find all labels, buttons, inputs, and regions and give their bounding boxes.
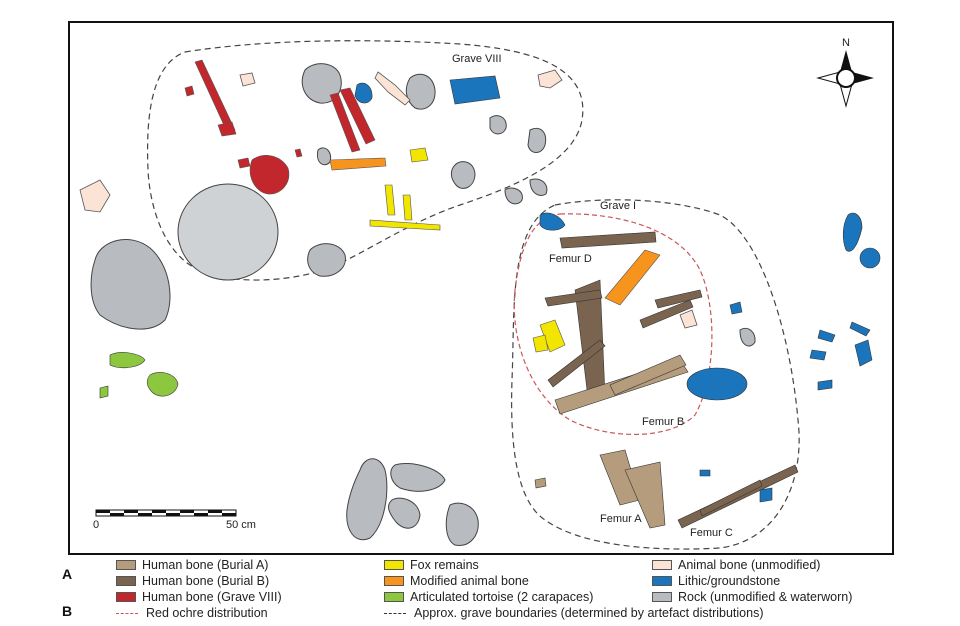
legend-tortoise: Articulated tortoise (2 carapaces) — [384, 590, 593, 604]
legend-human-grave-viii: Human bone (Grave VIII) — [116, 590, 282, 604]
grave-i-label: Grave I — [600, 200, 636, 212]
femur-a-label: Femur A — [600, 513, 642, 525]
femur-b-label: Femur B — [642, 416, 684, 428]
legend-dash — [384, 612, 406, 614]
femur-d-label: Femur D — [549, 253, 592, 265]
panel-a-letter: A — [62, 566, 73, 582]
legend-lithic: Lithic/groundstone — [652, 574, 780, 588]
legend-modified-animal: Modified animal bone — [384, 574, 529, 588]
legend-swatch — [384, 576, 404, 586]
north-arrow-icon: N — [816, 37, 874, 108]
legend-swatch — [652, 576, 672, 586]
grave-viii-human-bones — [184, 59, 376, 195]
legend-swatch — [116, 592, 136, 602]
legend-swatch — [116, 576, 136, 586]
scale-start: 0 — [93, 519, 99, 531]
grave-viii-label: Grave VIII — [452, 53, 502, 65]
legend-rock: Rock (unmodified & waterworn) — [652, 590, 852, 604]
fox-remains — [369, 147, 566, 353]
legend-swatch — [652, 592, 672, 602]
panel-b-letter: B — [62, 603, 73, 619]
legend-label: Lithic/groundstone — [678, 574, 781, 588]
red-ochre-boundary — [513, 213, 713, 435]
grave-viii-boundary — [147, 40, 584, 281]
legend-grave-boundaries: Approx. grave boundaries (determined by … — [384, 606, 764, 620]
legend-human-burial-a: Human bone (Burial A) — [116, 558, 268, 572]
animal-bones — [79, 69, 698, 329]
rocks — [90, 63, 756, 546]
legend-label: Human bone (Grave VIII) — [142, 590, 282, 604]
legend-label: Rock (unmodified & waterworn) — [678, 590, 853, 604]
burial-b-bones — [544, 231, 799, 529]
legend-swatch — [384, 560, 404, 570]
legend-label: Approx. grave boundaries (determined by … — [414, 606, 764, 620]
legend-human-burial-b: Human bone (Burial B) — [116, 574, 269, 588]
legend-label: Red ochre distribution — [146, 606, 268, 620]
legend-swatch — [652, 560, 672, 570]
legend-label: Modified animal bone — [410, 574, 529, 588]
legend-animal-unmodified: Animal bone (unmodified) — [652, 558, 820, 572]
legend-label: Fox remains — [410, 558, 479, 572]
legend-fox: Fox remains — [384, 558, 479, 572]
legend-label: Articulated tortoise (2 carapaces) — [410, 590, 594, 604]
north-label: N — [842, 37, 850, 49]
legend-label: Human bone (Burial A) — [142, 558, 269, 572]
legend-dash — [116, 612, 138, 614]
legend-label: Animal bone (unmodified) — [678, 558, 821, 572]
legend-red-ochre: Red ochre distribution — [116, 606, 268, 620]
scale-bar: 0 50 cm — [93, 509, 256, 531]
femur-c-label: Femur C — [690, 527, 733, 539]
map-frame — [68, 21, 894, 555]
scale-end: 50 cm — [226, 519, 256, 531]
tortoise-carapaces — [99, 352, 179, 399]
lithics — [354, 75, 881, 503]
modified-animal-bones — [329, 157, 661, 306]
burial-a-bones — [534, 354, 689, 529]
legend-swatch — [384, 592, 404, 602]
legend-swatch — [116, 560, 136, 570]
legend-label: Human bone (Burial B) — [142, 574, 270, 588]
